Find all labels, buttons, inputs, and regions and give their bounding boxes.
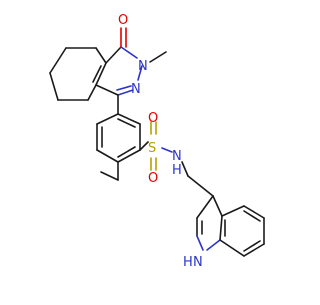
ring-nitrogen-label: N	[131, 82, 141, 97]
indole-ring	[196, 195, 265, 257]
sulfur-label: S	[148, 141, 156, 156]
methyl-nitrogen-label: N	[138, 59, 148, 74]
molecule-structure: O N N S O O N H H N	[49, 13, 265, 270]
sulfonyl-oxygen-top-label: O	[148, 111, 158, 126]
cyclohexene-ring	[49, 47, 107, 101]
carbonyl-oxygen-label: O	[118, 13, 128, 28]
structure-canvas: O N N S O O N H H N	[49, 13, 265, 270]
indole-hydrogen-label: H	[183, 255, 193, 270]
sulfonamide-group	[139, 121, 214, 197]
indole-nitrogen-label: N	[193, 255, 203, 270]
pyridazinone-ring	[92, 27, 167, 96]
benzene-ring	[96, 94, 141, 181]
amide-hydrogen-label: H	[172, 163, 182, 178]
amide-nitrogen-label: N	[172, 149, 182, 164]
atom-labels: O N N S O O N H H N	[118, 13, 203, 270]
sulfonyl-oxygen-bottom-label: O	[148, 171, 158, 186]
